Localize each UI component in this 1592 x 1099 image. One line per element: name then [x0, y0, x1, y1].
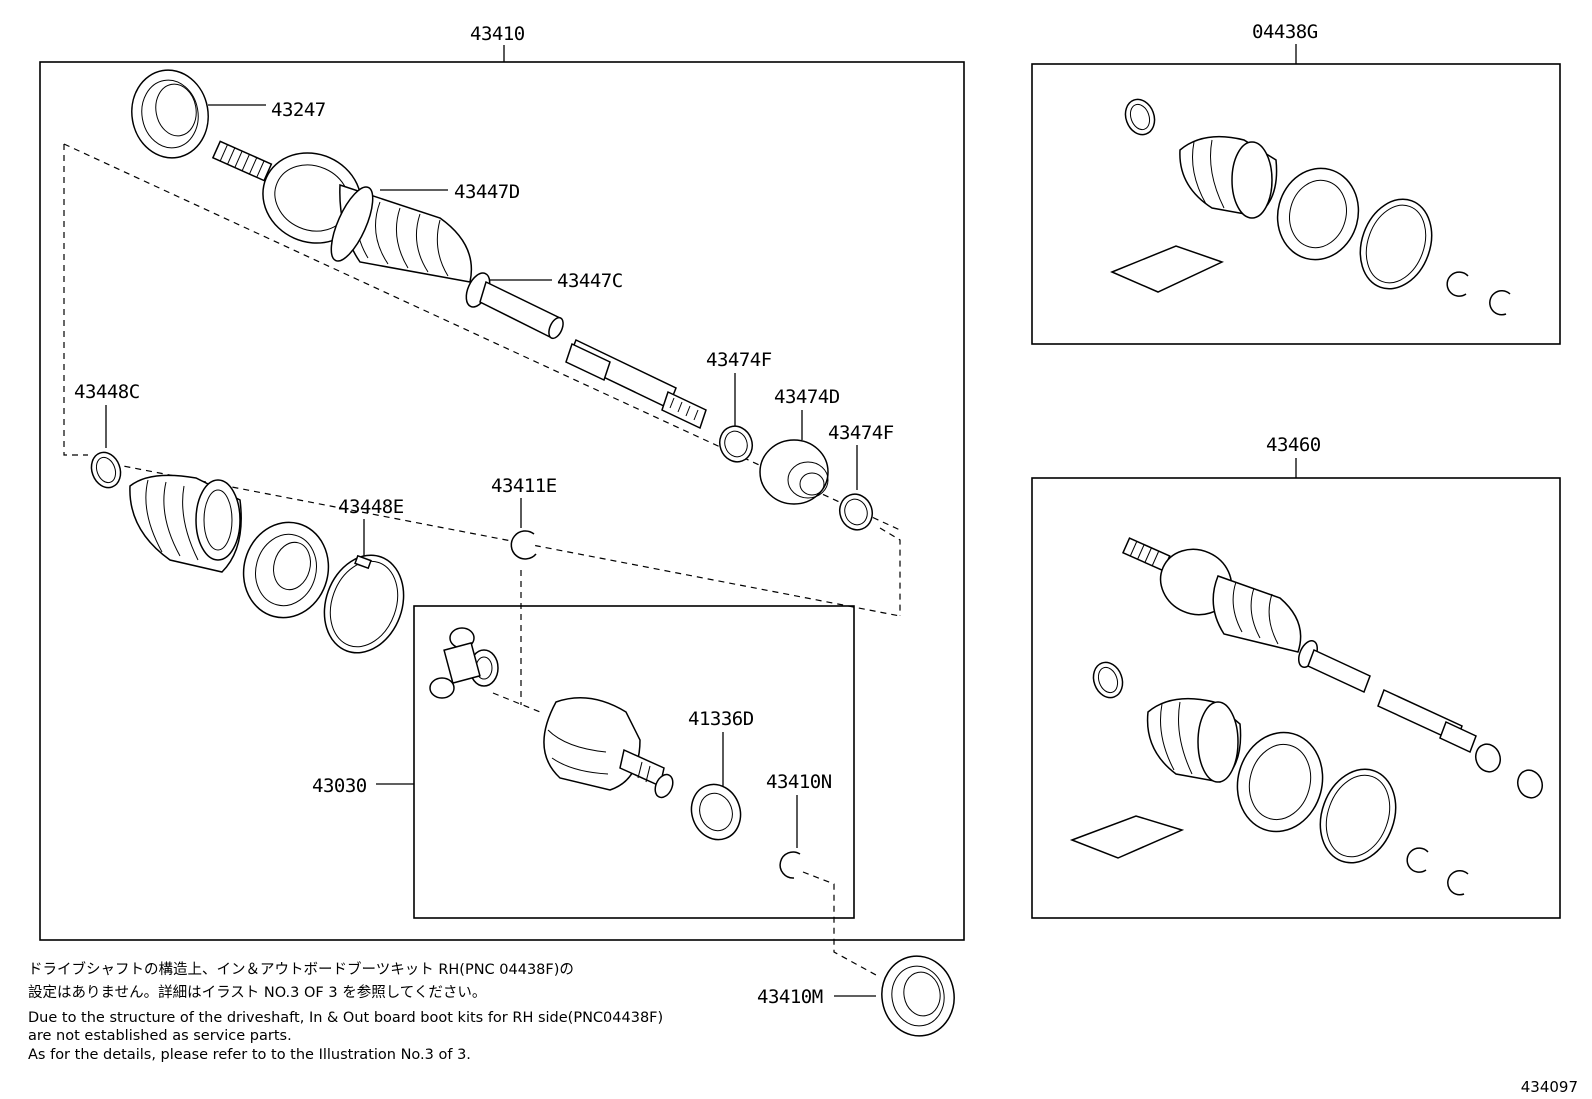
rh-shaft-43460-parts: [1069, 537, 1544, 896]
note-en-line-1: Due to the structure of the driveshaft, …: [28, 1010, 664, 1026]
dust-seal-43247: [131, 69, 209, 159]
note-jp-line-1: ドライブシャフトの構造上、イン＆アウトボードブーツキット RH(PNC 0443…: [28, 962, 574, 978]
label-43448C: 43448C: [74, 381, 140, 403]
tripod-joint: [429, 627, 499, 699]
clamp-43448E: [323, 554, 405, 654]
damper-43474D: [759, 439, 829, 505]
label-43410: 43410: [470, 23, 525, 45]
label-43474F-upper: 43474F: [706, 349, 772, 371]
drive-shaft-outer-joint: [211, 140, 707, 430]
note-en-line-2: are not established as service parts.: [28, 1028, 292, 1044]
frame-inner-joint-43030: [413, 605, 855, 919]
label-43247: 43247: [271, 99, 326, 121]
label-43447D: 43447D: [454, 181, 520, 203]
inner-joint-housing: [242, 521, 330, 619]
note-jp-line-2: 設定はありません。詳細はイラスト NO.3 OF 3 を参照してください。: [28, 985, 487, 1001]
bearing-43410M: [881, 955, 955, 1037]
label-43410M: 43410M: [757, 986, 823, 1008]
label-43411E: 43411E: [491, 475, 557, 497]
inner-joint-43030: [543, 697, 674, 799]
label-41336D: 41336D: [688, 708, 754, 730]
label-43460: 43460: [1266, 434, 1321, 456]
illustration-code: 434097: [1520, 1078, 1578, 1096]
frame-main-43410: [39, 61, 965, 941]
snap-ring-43411E: [510, 530, 537, 560]
ring-43474F-upper: [719, 425, 753, 463]
label-43448E: 43448E: [338, 496, 404, 518]
label-04438G: 04438G: [1252, 21, 1318, 43]
ring-43474F-lower: [839, 493, 873, 531]
inner-boot: [129, 474, 242, 573]
clamp-43448C: [90, 451, 122, 489]
label-43030: 43030: [312, 775, 367, 797]
label-43474D: 43474D: [774, 386, 840, 408]
label-43410N: 43410N: [766, 771, 832, 793]
note-en-line-3: As for the details, please refer to to t…: [28, 1047, 471, 1063]
oil-seal-41336D: [690, 783, 742, 841]
label-43447C: 43447C: [557, 270, 623, 292]
label-43474F-lower: 43474F: [828, 422, 894, 444]
snap-ring-43410N: [779, 851, 801, 879]
boot-kit-04438G-parts: [1110, 98, 1511, 316]
